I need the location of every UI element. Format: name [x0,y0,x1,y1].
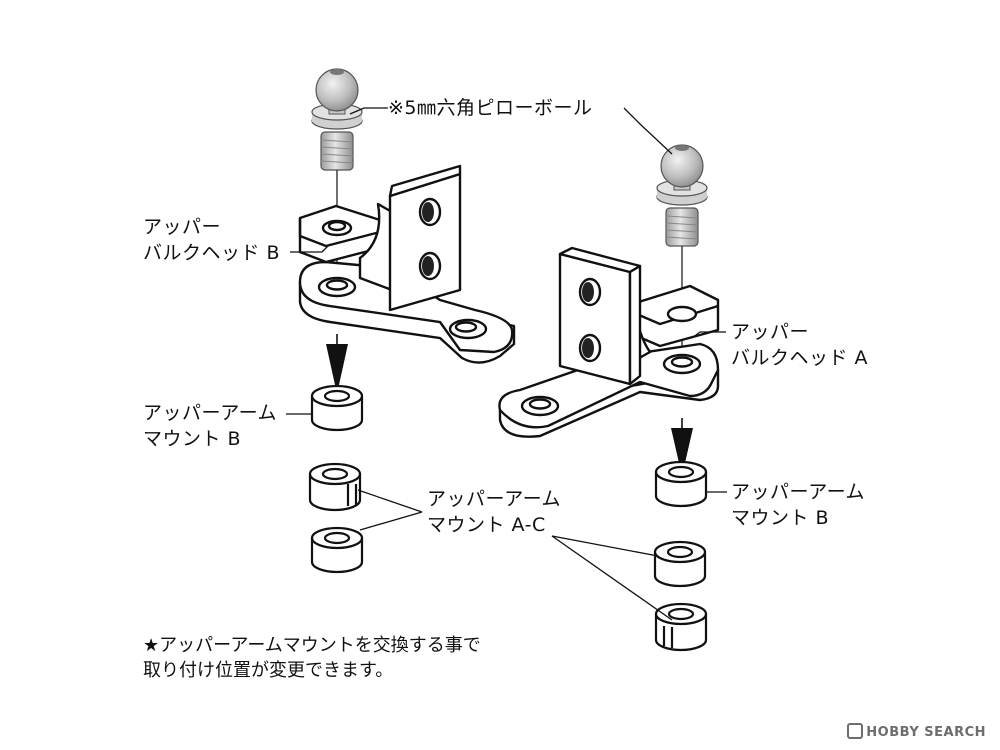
arrow-right [671,418,693,476]
label-mount-ac-line2: マウント A-C [427,514,546,536]
label-mount-b-right: アッパーアーム マウント B [731,479,865,531]
watermark-text: HOBBY SEARCH [866,725,986,740]
label-bulkhead-b-line2: バルクヘッド B [143,242,281,264]
hobby-search-logo-icon [847,723,864,739]
arm-mount-ac-right-2 [654,602,708,652]
arm-mount-b-right [654,460,708,508]
upper-bulkhead-a [498,246,720,438]
label-bulkhead-a: アッパー バルクヘッド A [731,319,868,371]
label-mount-ac: アッパーアーム マウント A-C [427,486,561,538]
label-bulkhead-b: アッパー バルクヘッド B [143,214,280,266]
label-bulkhead-a-line1: アッパー [731,321,810,343]
label-mount-ac-line1: アッパーアーム [427,488,562,510]
leader-lines [286,107,727,621]
label-mount-b-right-line2: マウント B [731,507,830,529]
arm-mount-ac-left-2 [310,526,364,574]
label-mount-b-left-line2: マウント B [143,428,242,450]
label-pillow-ball: ※5㎜六角ピローボール [388,95,593,121]
arm-mount-ac-right-1 [653,540,707,588]
label-mount-b-left-line1: アッパーアーム [143,402,278,424]
watermark: HOBBY SEARCH [847,723,986,740]
pillow-ball-right [656,144,708,247]
upper-bulkhead-b [298,164,516,364]
label-mount-b-right-line1: アッパーアーム [731,481,866,503]
pillow-ball-left [311,68,363,171]
label-bulkhead-b-line1: アッパー [143,216,222,238]
arm-mount-b-left [310,384,364,432]
label-bulkhead-a-line2: バルクヘッド A [731,347,869,369]
note-line-2: 取り付け位置が変更できます。 [143,660,394,681]
note-line-1: ★アッパーアームマウントを交換する事で [143,635,481,656]
label-mount-b-left: アッパーアーム マウント B [143,400,277,452]
arrow-left [326,334,348,394]
label-pillow-ball-text: ※5㎜六角ピローボール [388,97,593,119]
arm-mount-ac-left-1 [308,462,362,512]
